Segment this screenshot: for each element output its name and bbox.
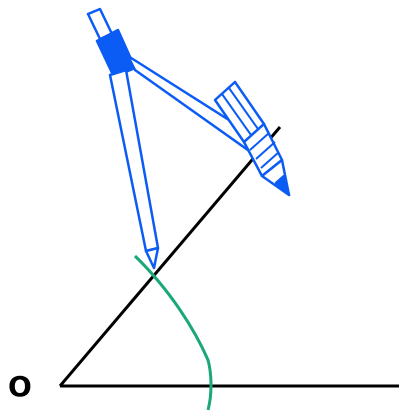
construction-arc	[133, 254, 213, 411]
compass-needle-tip	[144, 246, 160, 270]
origin-label: O	[8, 370, 32, 403]
pencil-body-stripe	[249, 132, 280, 169]
pencil-icon	[213, 80, 291, 197]
compass-needle-leg	[108, 68, 160, 253]
compass-icon	[86, 7, 291, 270]
pencil-cap-line-1	[221, 93, 252, 136]
angled-ray	[58, 126, 282, 387]
pencil-cap-line-2	[228, 87, 259, 130]
compass-hinge	[95, 28, 137, 79]
pencil-lead	[274, 174, 291, 197]
